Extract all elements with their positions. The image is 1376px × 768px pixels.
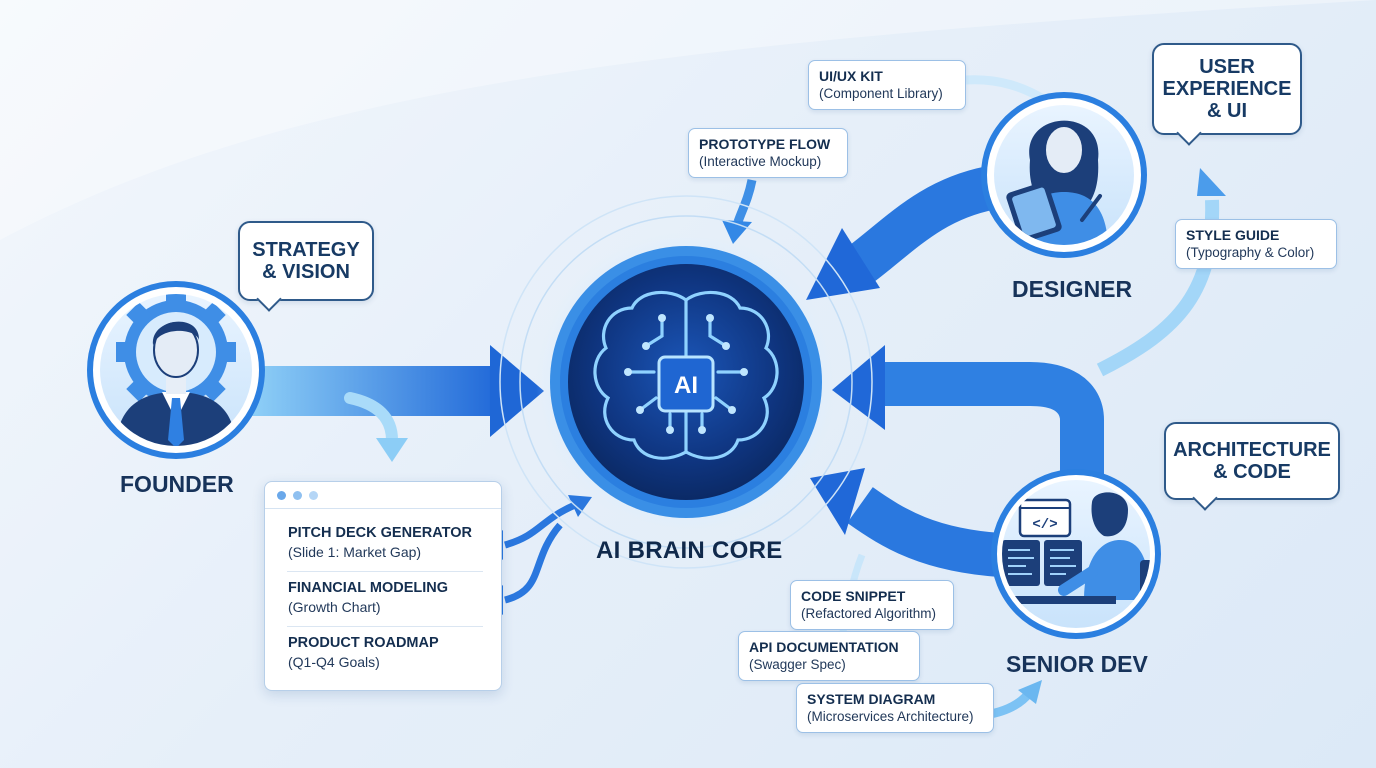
uiux-kit-title: UI/UX KIT: [819, 68, 883, 84]
founder-label: FOUNDER: [120, 471, 234, 497]
uiux-kit-chip: UI/UX KIT (Component Library): [808, 60, 966, 110]
prototype-flow-chip: PROTOTYPE FLOW (Interactive Mockup): [688, 128, 848, 178]
uiux-kit-subtitle: (Component Library): [819, 86, 943, 101]
financial-modeling-title: FINANCIAL MODELING: [288, 580, 449, 596]
style-guide-chip: STYLE GUIDE (Typography & Color): [1175, 219, 1337, 269]
panel-item-pitch-deck: PITCH DECK GENERATOR (Slide 1: Market Ga…: [288, 524, 484, 562]
designer-bubble-line-3: & UI: [1207, 100, 1247, 122]
designer-label: DESIGNER: [1012, 276, 1133, 302]
ai-badge-text: AI: [674, 372, 698, 399]
desk: [1002, 596, 1116, 604]
ai-brain-core: AI: [499, 195, 873, 569]
dev-chips-arrowhead: [1018, 680, 1042, 704]
style-guide-title: STYLE GUIDE: [1186, 227, 1280, 243]
code-snippet-title: CODE SNIPPET: [801, 588, 906, 604]
style-guide-subtitle: (Typography & Color): [1186, 245, 1315, 260]
window-titlebar: [265, 482, 501, 509]
stylus-icon: [1080, 194, 1102, 222]
system-diagram-subtitle: (Microservices Architecture): [807, 709, 974, 724]
core-label: AI BRAIN CORE: [596, 537, 783, 564]
designer-speech-bubble: USER EXPERIENCE & UI: [1152, 43, 1302, 146]
prototype-to-core-arrow: [722, 179, 757, 244]
product-roadmap-subtitle: (Q1-Q4 Goals): [288, 654, 380, 670]
core-arrowhead-small: [568, 495, 592, 517]
designer-bubble-line-2: EXPERIENCE: [1162, 78, 1292, 100]
prototype-flow-title: PROTOTYPE FLOW: [699, 136, 831, 152]
window-dot-2: [293, 491, 302, 500]
code-snippet-subtitle: (Refactored Algorithm): [801, 606, 937, 621]
financial-modeling-subtitle: (Growth Chart): [288, 599, 381, 615]
window-dot-3: [309, 491, 318, 500]
panel-divider-1: [287, 571, 483, 572]
pitch-deck-title: PITCH DECK GENERATOR: [288, 525, 472, 541]
system-diagram-chip: SYSTEM DIAGRAM (Microservices Architectu…: [796, 683, 994, 733]
panel-item-financial-modeling: FINANCIAL MODELING (Growth Chart): [288, 579, 484, 617]
background-swoosh: [0, 0, 1376, 240]
dev-bubble-line-2: & CODE: [1213, 461, 1291, 483]
founder-avatar: [87, 281, 265, 459]
code-glyph: </>: [1032, 517, 1057, 533]
panel-divider-2: [287, 626, 483, 627]
api-docs-subtitle: (Swagger Spec): [749, 657, 846, 672]
prototype-flow-subtitle: (Interactive Mockup): [699, 154, 822, 169]
founder-to-panel-arrow: [344, 392, 408, 462]
pitch-deck-subtitle: (Slide 1: Market Gap): [288, 544, 422, 560]
dev-bubble-line-1: ARCHITECTURE: [1173, 439, 1331, 461]
founder-bubble-line-1: STRATEGY: [252, 239, 360, 261]
designer-bubble-line-1: USER: [1199, 56, 1255, 78]
core-panel-link-arrows: [504, 501, 577, 604]
api-docs-title: API DOCUMENTATION: [749, 639, 899, 655]
window-dot-1: [277, 491, 286, 500]
api-docs-chip: API DOCUMENTATION (Swagger Spec): [738, 631, 920, 681]
founder-tie: [168, 398, 184, 446]
senior-dev-label: SENIOR DEV: [1006, 651, 1148, 677]
founder-bubble-line-2: & VISION: [262, 261, 350, 283]
system-diagram-title: SYSTEM DIAGRAM: [807, 691, 936, 707]
monitor-left-icon: [1002, 540, 1040, 586]
product-roadmap-title: PRODUCT ROADMAP: [288, 635, 439, 651]
brain-nodes: [624, 314, 748, 434]
founder-speech-bubble: STRATEGY & VISION: [238, 221, 374, 312]
panel-item-product-roadmap: PRODUCT ROADMAP (Q1-Q4 Goals): [288, 634, 484, 672]
senior-dev-avatar: </>: [991, 469, 1161, 639]
founder-tools-window: PITCH DECK GENERATOR (Slide 1: Market Ga…: [264, 481, 502, 691]
designer-to-core-arrow: [806, 166, 995, 300]
uiux-kit-arc: [965, 75, 1048, 104]
code-snippet-chip: CODE SNIPPET (Refactored Algorithm): [790, 580, 954, 630]
dev-to-core-lower-arrow: [810, 468, 1002, 577]
dev-speech-bubble: ARCHITECTURE & CODE: [1164, 422, 1340, 511]
designer-avatar: [981, 92, 1147, 258]
